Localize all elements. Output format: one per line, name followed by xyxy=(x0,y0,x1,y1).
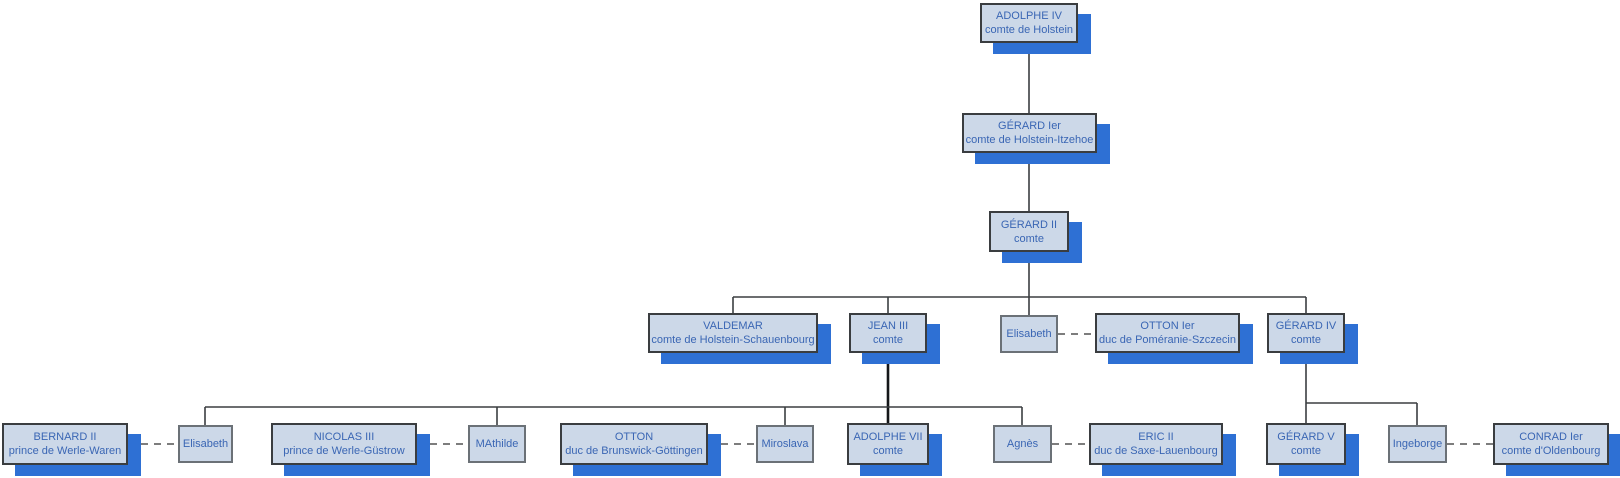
person-name: NICOLAS III xyxy=(313,431,375,443)
person-title: duc de Poméranie-Szczecin xyxy=(1099,334,1236,346)
tree-node-adolphe-vii[interactable]: ADOLPHE VII comte xyxy=(847,423,929,465)
tree-node-conrad-ier[interactable]: CONRAD Ier comte d'Oldenbourg xyxy=(1493,423,1609,465)
person-name: ADOLPHE VII xyxy=(853,431,923,443)
tree-node-gerard-v[interactable]: GÉRARD V comte xyxy=(1266,423,1346,465)
tree-node-valdemar[interactable]: VALDEMAR comte de Holstein-Schauenbourg xyxy=(648,313,818,353)
tree-node-mathilde[interactable]: MAthilde xyxy=(468,425,526,463)
person-name: GÉRARD II xyxy=(1000,218,1058,231)
person-title: prince de Werle-Güstrow xyxy=(283,445,405,457)
person-name: Miroslava xyxy=(761,438,809,450)
person-name: Ingeborge xyxy=(1392,438,1443,450)
person-title: comte d'Oldenbourg xyxy=(1501,445,1601,457)
person-name: BERNARD II xyxy=(33,431,97,443)
person-title: comte de Holstein xyxy=(984,24,1074,36)
person-name: VALDEMAR xyxy=(703,320,763,332)
person-name: JEAN III xyxy=(867,320,909,332)
person-name: MAthilde xyxy=(475,438,519,450)
tree-node-nicolas-iii[interactable]: NICOLAS III prince de Werle-Güstrow xyxy=(271,423,417,465)
person-name: Elisabeth xyxy=(182,438,229,450)
person-title: comte de Holstein-Schauenbourg xyxy=(651,334,815,346)
person-name: OTTON Ier xyxy=(1140,320,1195,332)
tree-node-gerard-iv[interactable]: GÉRARD IV comte xyxy=(1267,313,1345,353)
person-name: Elisabeth xyxy=(1006,328,1052,340)
person-name: GÉRARD Ier xyxy=(998,120,1061,132)
person-title: comte xyxy=(1014,232,1044,245)
person-name: ERIC II xyxy=(1138,431,1174,443)
person-name: GÉRARD V xyxy=(1277,431,1335,443)
person-name: GÉRARD IV xyxy=(1275,320,1337,332)
person-title: comte xyxy=(873,445,903,457)
tree-node-bernard-ii[interactable]: BERNARD II prince de Werle-Waren xyxy=(2,423,128,465)
person-title: duc de Brunswick-Göttingen xyxy=(565,445,703,457)
tree-node-jean-iii[interactable]: JEAN III comte xyxy=(849,313,927,353)
tree-node-elisabeth-2[interactable]: Elisabeth xyxy=(178,425,233,463)
person-title: comte xyxy=(873,334,903,346)
tree-node-gerard-ier[interactable]: GÉRARD Ier comte de Holstein-Itzehoe xyxy=(962,113,1097,153)
tree-node-elisabeth-1[interactable]: Elisabeth xyxy=(1000,315,1058,353)
tree-node-ingeborge[interactable]: Ingeborge xyxy=(1388,425,1447,463)
person-title: prince de Werle-Waren xyxy=(8,445,122,457)
person-name: OTTON xyxy=(614,431,654,443)
tree-node-otton[interactable]: OTTON duc de Brunswick-Göttingen xyxy=(560,423,708,465)
tree-node-miroslava[interactable]: Miroslava xyxy=(756,425,814,463)
person-title: comte de Holstein-Itzehoe xyxy=(965,134,1094,146)
tree-node-eric-ii[interactable]: ERIC II duc de Saxe-Lauenbourg xyxy=(1089,423,1223,465)
person-name: CONRAD Ier xyxy=(1519,431,1583,443)
tree-node-agnes[interactable]: Agnès xyxy=(993,425,1052,463)
person-name: Agnès xyxy=(1006,438,1039,450)
tree-node-otton-ier[interactable]: OTTON Ier duc de Poméranie-Szczecin xyxy=(1095,313,1240,353)
person-title: duc de Saxe-Lauenbourg xyxy=(1094,445,1218,457)
tree-node-adolphe-iv[interactable]: ADOLPHE IV comte de Holstein xyxy=(980,3,1078,43)
person-name: ADOLPHE IV xyxy=(995,10,1063,22)
person-title: comte xyxy=(1291,334,1321,346)
person-title: comte xyxy=(1291,445,1321,457)
